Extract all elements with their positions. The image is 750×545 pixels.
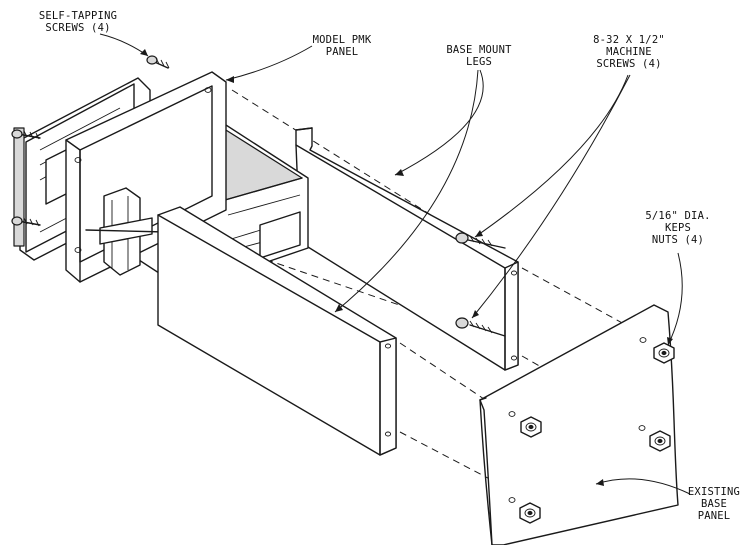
label-line: EXISTING bbox=[687, 486, 741, 498]
keps-nuts bbox=[508, 337, 675, 524]
machine-screws bbox=[455, 232, 506, 337]
label-line: MACHINE bbox=[606, 46, 652, 58]
label-existing-base-panel: EXISTING BASE PANEL bbox=[682, 486, 746, 522]
label-line: 8-32 X 1/2" bbox=[593, 34, 665, 46]
label-self-tapping-screws: SELF-TAPPING SCREWS (4) bbox=[28, 10, 128, 34]
label-line: BASE bbox=[700, 498, 728, 510]
label-line: KEPS bbox=[664, 222, 692, 234]
label-line: SCREWS (4) bbox=[45, 22, 111, 34]
label-line: PANEL bbox=[697, 510, 731, 522]
label-line: SELF-TAPPING bbox=[38, 10, 118, 22]
label-keps-nuts: 5/16" DIA. KEPS NUTS (4) bbox=[636, 210, 720, 246]
label-line: NUTS (4) bbox=[651, 234, 705, 246]
label-model-pmk-panel: MODEL PMK PANEL bbox=[302, 34, 382, 58]
label-machine-screws: 8-32 X 1/2" MACHINE SCREWS (4) bbox=[584, 34, 674, 70]
label-line: LEGS bbox=[465, 56, 493, 68]
base-mount-leg-front bbox=[157, 206, 397, 456]
label-line: 5/16" DIA. bbox=[645, 210, 711, 222]
self-tapping-screws bbox=[11, 55, 170, 227]
label-line: BASE MOUNT bbox=[446, 44, 512, 56]
label-line: SCREWS (4) bbox=[596, 58, 662, 70]
label-line: PANEL bbox=[325, 46, 359, 58]
label-base-mount-legs: BASE MOUNT LEGS bbox=[434, 44, 524, 68]
leader-lines bbox=[99, 33, 691, 495]
label-line: MODEL PMK bbox=[312, 34, 372, 46]
